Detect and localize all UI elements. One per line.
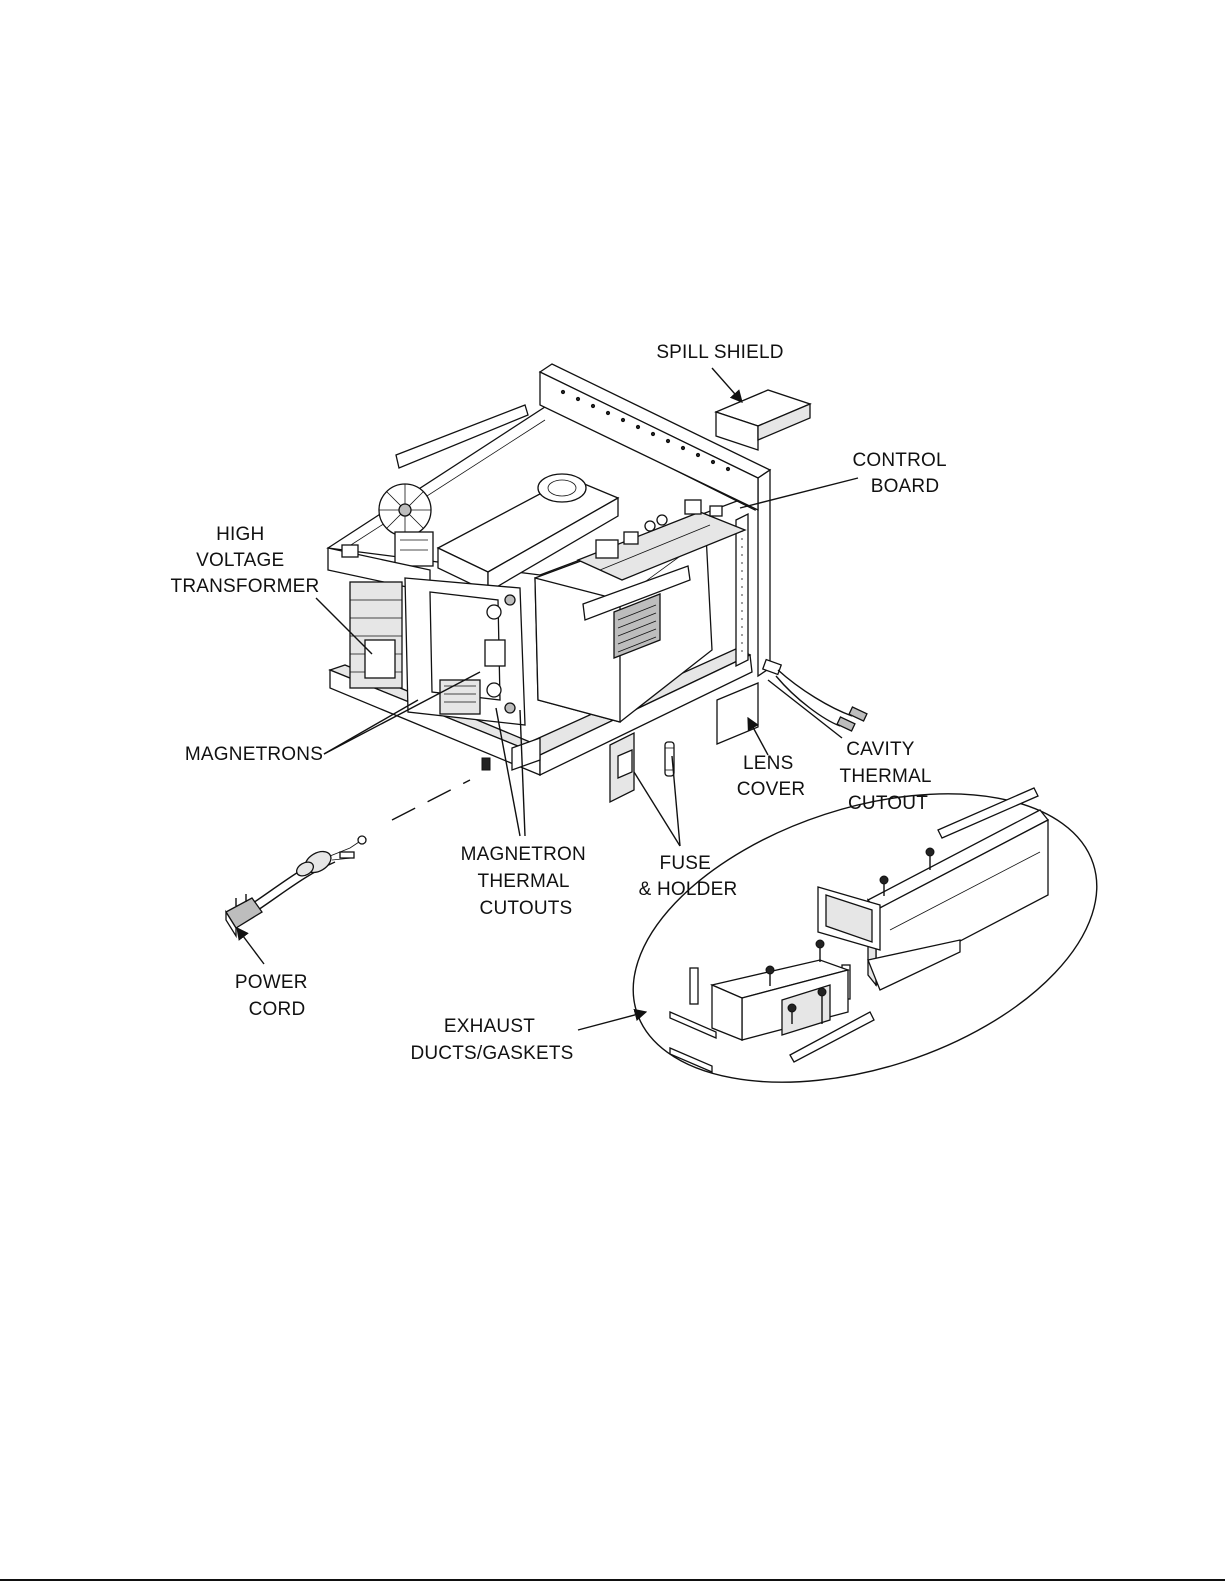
label-high-voltage-transformer: HIGH VOLTAGE TRANSFORMER bbox=[171, 524, 320, 597]
lens-cover-part bbox=[717, 683, 758, 744]
label-fuse-holder: FUSE & HOLDER bbox=[639, 853, 738, 900]
page-bottom-rule bbox=[0, 1579, 1225, 1581]
spill-shield-part bbox=[716, 390, 810, 450]
label-control-board: CONTROL BOARD bbox=[852, 450, 951, 497]
power-cord-part bbox=[226, 780, 470, 936]
label-lens-cover: LENS COVER bbox=[737, 753, 806, 800]
fuse-holder-part bbox=[610, 733, 674, 802]
label-spill-shield: SPILL SHIELD bbox=[656, 342, 783, 363]
label-power-cord: POWER CORD bbox=[235, 972, 313, 1020]
label-exhaust-ducts-gaskets: EXHAUST DUCTS/GASKETS bbox=[410, 1016, 573, 1064]
cavity-thermal-cutout-part bbox=[763, 660, 867, 731]
label-magnetron-thermal-cutouts: MAGNETRON THERMAL CUTOUTS bbox=[461, 844, 592, 919]
label-magnetrons: MAGNETRONS bbox=[185, 744, 323, 765]
label-cavity-thermal-cutout: CAVITY THERMAL CUTOUT bbox=[840, 739, 937, 814]
magnetron-assembly bbox=[405, 578, 525, 725]
